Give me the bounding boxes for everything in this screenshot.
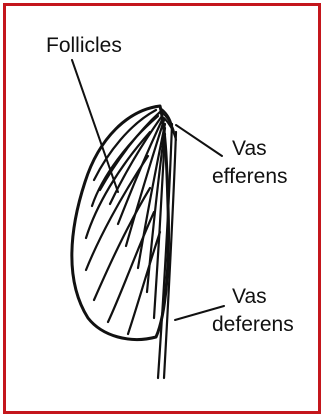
follicles-label: Follicles <box>46 34 122 57</box>
vas-efferens-leader <box>176 125 222 156</box>
follicle-lobes <box>86 110 165 334</box>
vas-efferens-label-line1: Vas <box>232 137 267 160</box>
follicles-leader <box>72 60 118 192</box>
vas-deferens-label-line1: Vas <box>232 285 267 308</box>
vas-deferens-label-line2: deferens <box>212 313 294 336</box>
testis <box>72 106 176 378</box>
vas-efferens-label-line2: efferens <box>212 165 288 188</box>
